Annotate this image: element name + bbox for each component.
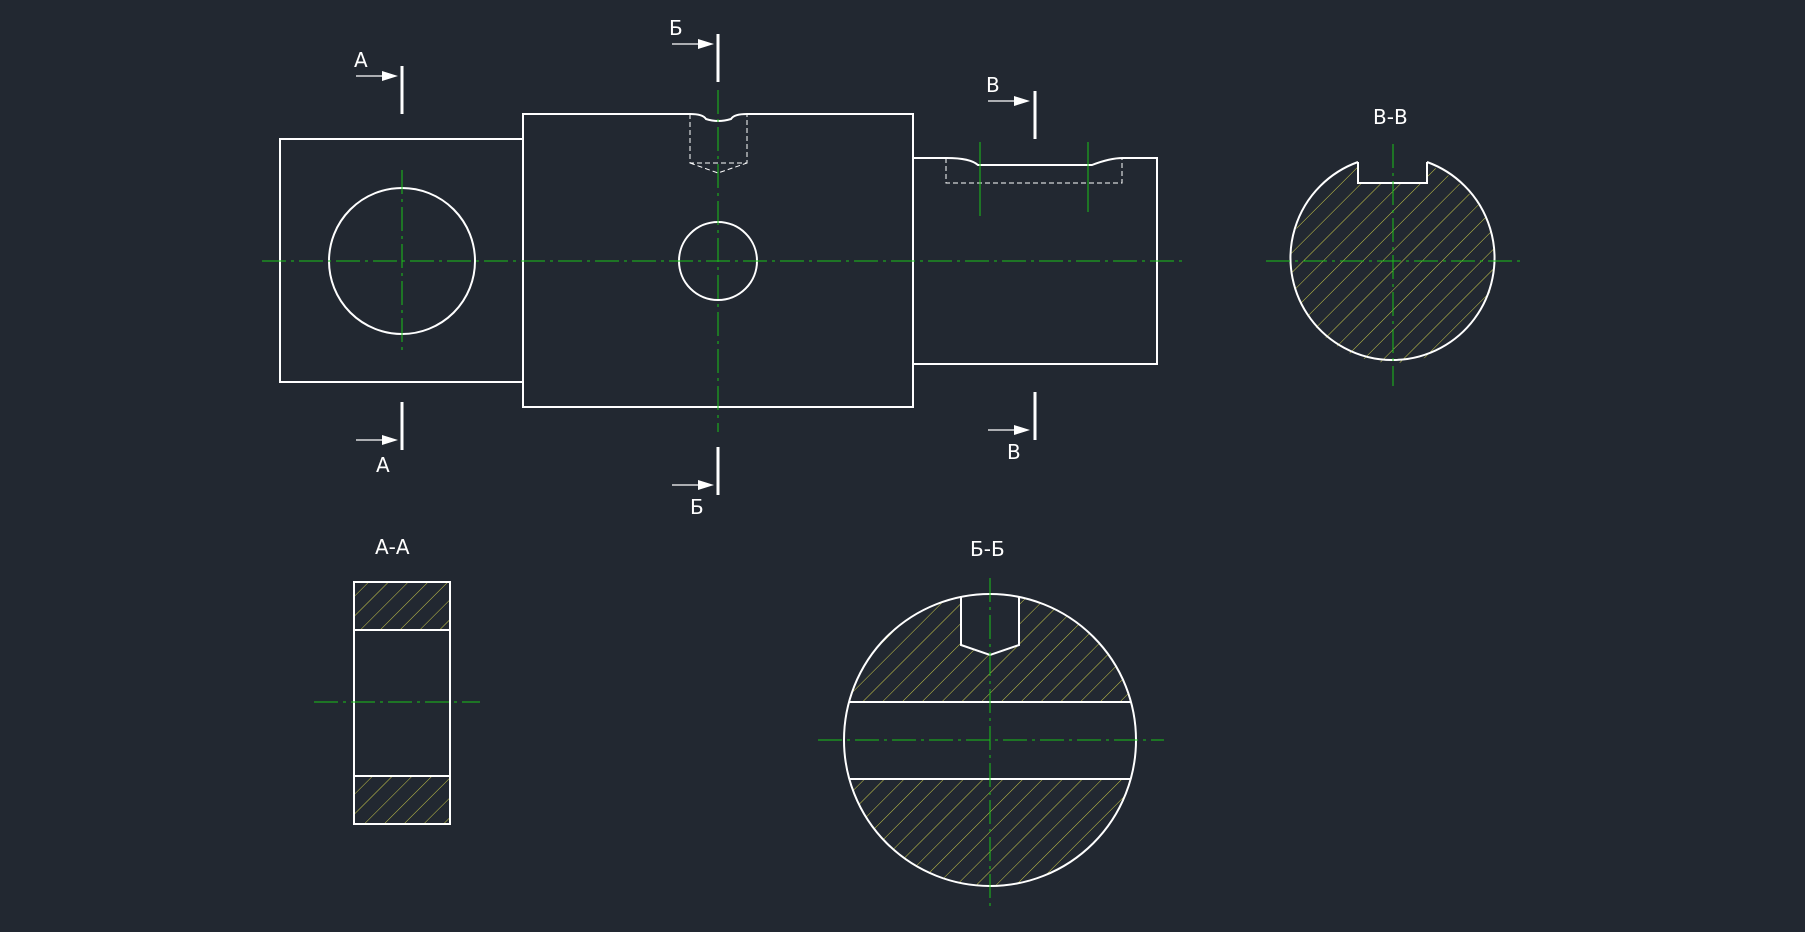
middle-block-outline xyxy=(522,113,914,408)
cut-label-v-bottom: В xyxy=(1007,440,1021,464)
section-bb: Б-Б xyxy=(818,537,1164,910)
section-aa: А-А xyxy=(314,535,480,825)
cut-mark-b-top: Б xyxy=(669,16,720,82)
middle-drill-hidden xyxy=(689,114,748,174)
cut-mark-v-top: В xyxy=(986,73,1037,139)
cut-label-b-top: Б xyxy=(669,16,683,40)
cut-label-a-top: А xyxy=(354,48,368,72)
cut-label-b-bottom: Б xyxy=(690,495,704,519)
main-view xyxy=(262,90,1182,432)
section-aa-title: А-А xyxy=(375,535,410,559)
cut-mark-a-top: А xyxy=(354,48,404,114)
cut-label-v-top: В xyxy=(986,73,1000,97)
section-vv-title: В-В xyxy=(1373,105,1408,129)
section-bb-lower-hatch xyxy=(844,779,1136,886)
section-aa-top-hatch xyxy=(354,582,450,630)
section-bb-upper-hatch xyxy=(844,594,1136,702)
section-bb-title: Б-Б xyxy=(970,537,1005,561)
cut-label-a-bottom: А xyxy=(376,453,390,477)
cut-mark-b-bottom: Б xyxy=(672,447,720,519)
cut-mark-a-bottom: А xyxy=(356,402,404,477)
section-aa-bottom-hatch xyxy=(354,776,450,824)
cut-mark-v-bottom: В xyxy=(988,392,1037,464)
section-vv: В-В xyxy=(1266,105,1520,386)
section-aa-outline xyxy=(353,581,451,825)
keyway-hidden xyxy=(945,158,1123,184)
